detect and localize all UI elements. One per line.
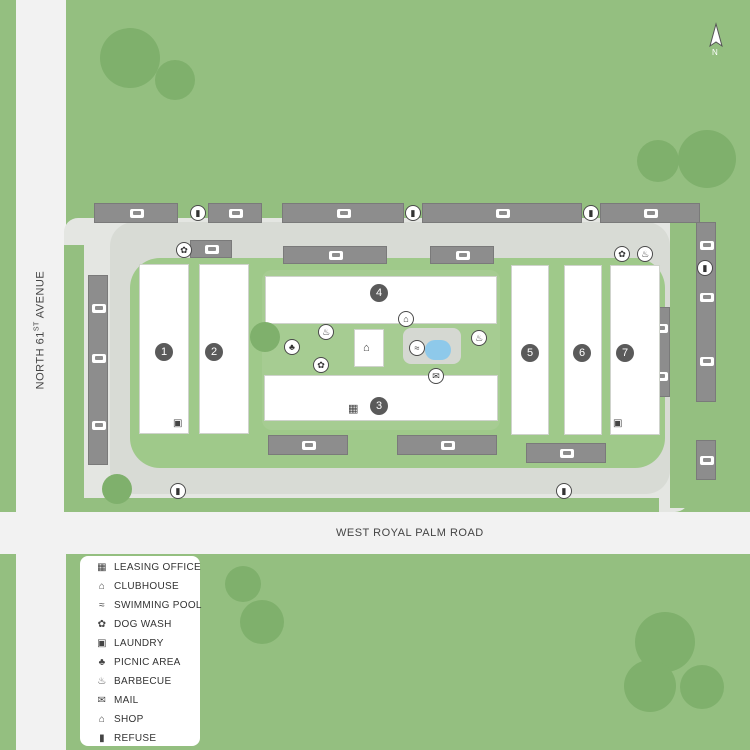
swimming-pool-icon[interactable]: ≈	[409, 340, 425, 356]
north-61st-avenue-road	[16, 0, 66, 750]
legend-item: ✉MAIL	[97, 695, 139, 706]
swimming-pool-icon: ≈	[99, 600, 105, 611]
shop-icon[interactable]: ⌂	[398, 311, 414, 327]
dog-wash-icon: ✿	[97, 619, 107, 630]
tree	[102, 474, 132, 504]
building-4[interactable]: 4	[266, 277, 496, 323]
north-arrow-icon	[709, 22, 723, 48]
refuse-icon[interactable]: ▮	[697, 260, 713, 276]
legend-item: ✿DOG WASH	[97, 619, 172, 630]
laundry-icon[interactable]: ▣	[613, 418, 623, 429]
tree	[680, 665, 724, 709]
refuse-icon: ▮	[99, 733, 105, 744]
carport-north-2	[208, 203, 262, 223]
building-number: 1	[155, 343, 173, 361]
refuse-icon[interactable]: ▮	[556, 483, 572, 499]
tree	[624, 660, 676, 712]
carport-east-1	[696, 222, 716, 402]
barbecue-icon[interactable]: ♨	[318, 324, 334, 340]
east-lawn-strip	[670, 218, 690, 508]
legend-item: ♨BARBECUE	[97, 676, 172, 687]
compass-label: N	[712, 48, 718, 57]
legend-item: ≈SWIMMING POOL	[96, 600, 202, 616]
legend-item: ▮REFUSE	[96, 733, 156, 749]
swimming-pool	[425, 340, 451, 360]
dog-wash-icon[interactable]: ✿	[614, 246, 630, 262]
tree	[100, 28, 160, 88]
legend-item: ▣LAUNDRY	[97, 638, 164, 649]
west-royal-palm-road	[0, 512, 750, 554]
laundry-icon: ▣	[97, 638, 107, 649]
carport-west	[88, 275, 108, 465]
carport-east-3	[696, 440, 716, 480]
building-number: 4	[370, 284, 388, 302]
tree	[240, 600, 284, 644]
avenue-label: NORTH 61ST AVENUE	[33, 270, 47, 390]
carport-south-2	[397, 435, 497, 455]
leasing-office-icon[interactable]: ▦	[348, 403, 359, 415]
building-5[interactable]: 5	[512, 266, 548, 434]
dog-wash-icon[interactable]: ✿	[313, 357, 329, 373]
barbecue-icon: ♨	[97, 676, 107, 687]
leasing-office-icon: ▦	[97, 562, 107, 573]
carport-north-1	[94, 203, 178, 223]
carport-south-3	[526, 443, 606, 463]
building-1[interactable]: 1	[140, 265, 188, 433]
legend-item: ⌂CLUBHOUSE	[96, 581, 179, 597]
refuse-icon[interactable]: ▮	[170, 483, 186, 499]
tree	[678, 130, 736, 188]
picnic-area-icon: ♣	[98, 657, 106, 668]
picnic-area-icon[interactable]: ♣	[284, 339, 300, 355]
carport-north-4	[422, 203, 582, 223]
building-number: 5	[521, 344, 539, 362]
clubhouse-building[interactable]: ⌂	[355, 330, 383, 366]
building-2[interactable]: 2	[200, 265, 248, 433]
carport-inner-north-1	[190, 240, 232, 258]
legend-item: ♣PICNIC AREA	[96, 657, 181, 673]
mail-icon: ✉	[97, 695, 107, 706]
building-number: 3	[370, 397, 388, 415]
legend-panel: ▦LEASING OFFICE ⌂CLUBHOUSE ≈SWIMMING POO…	[80, 556, 202, 749]
south-lawn-strip	[64, 498, 659, 512]
legend-item: ⌂SHOP	[96, 714, 144, 730]
building-3[interactable]: 3	[265, 376, 497, 420]
west-lawn-strip	[64, 245, 84, 500]
building-number: 7	[616, 344, 634, 362]
carport-inner-north-2	[283, 246, 387, 264]
shop-icon: ⌂	[98, 714, 106, 725]
building-number: 2	[205, 343, 223, 361]
carport-north-3	[282, 203, 404, 223]
tree	[155, 60, 195, 100]
legend-item: ▦LEASING OFFICE	[97, 562, 201, 573]
building-6[interactable]: 6	[565, 266, 601, 434]
carport-north-5	[600, 203, 700, 223]
mail-icon[interactable]: ✉	[428, 368, 444, 384]
avenue-curb-lower	[0, 554, 16, 750]
tree	[250, 322, 280, 352]
carport-south-1	[268, 435, 348, 455]
tree	[225, 566, 261, 602]
barbecue-icon[interactable]: ♨	[637, 246, 653, 262]
barbecue-icon[interactable]: ♨	[471, 330, 487, 346]
road-label: WEST ROYAL PALM ROAD	[336, 527, 484, 539]
dog-wash-icon[interactable]: ✿	[176, 242, 192, 258]
refuse-icon[interactable]: ▮	[405, 205, 421, 221]
building-number: 6	[573, 344, 591, 362]
tree	[637, 140, 679, 182]
clubhouse-icon: ⌂	[98, 581, 106, 592]
clubhouse-icon: ⌂	[363, 342, 370, 354]
carport-inner-north-3	[430, 246, 494, 264]
building-7[interactable]: 7	[611, 266, 659, 434]
laundry-icon[interactable]: ▣	[173, 418, 183, 429]
refuse-icon[interactable]: ▮	[190, 205, 206, 221]
refuse-icon[interactable]: ▮	[583, 205, 599, 221]
